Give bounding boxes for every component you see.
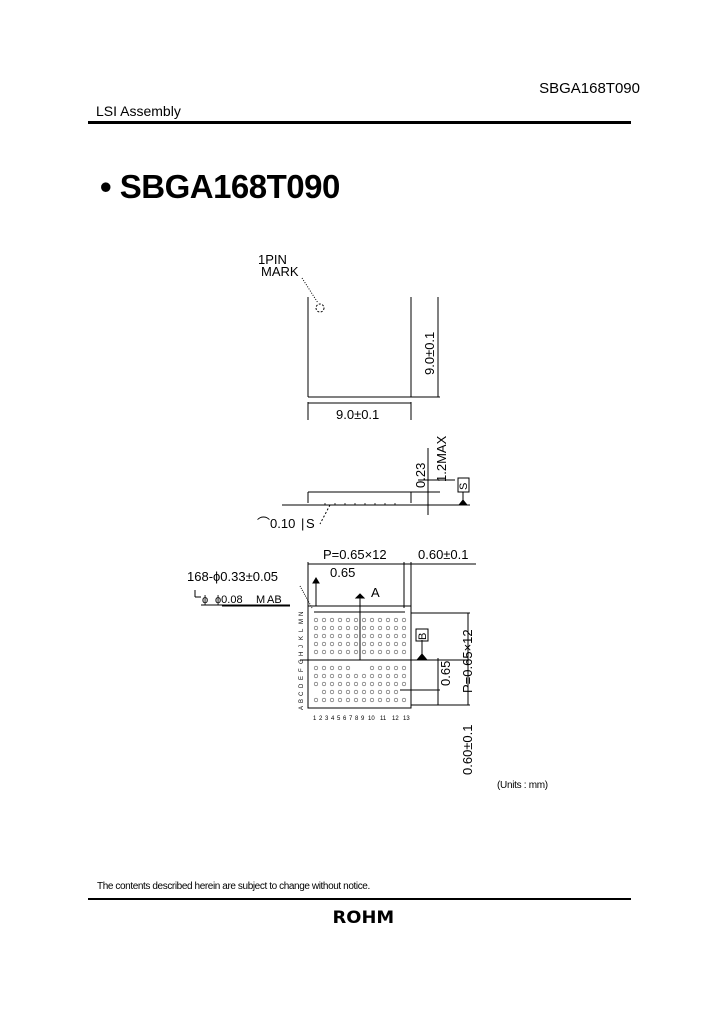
datum-b: B bbox=[417, 633, 429, 640]
top-width-dim: 9.0±0.1 bbox=[336, 407, 379, 422]
header-rule bbox=[88, 121, 631, 124]
pitch-x-dim: P=0.65×12 bbox=[323, 547, 387, 562]
coplanarity-symbol: ⌒ bbox=[257, 516, 270, 531]
units-note: (Units : mm) bbox=[497, 780, 548, 791]
side-view bbox=[282, 448, 470, 525]
row-label: D bbox=[299, 683, 305, 688]
col-label: 13 bbox=[403, 716, 410, 722]
edge-x-dim: 0.60±0.1 bbox=[418, 547, 469, 562]
header-category: LSI Assembly bbox=[96, 103, 181, 119]
footer-rule bbox=[88, 898, 631, 900]
edge-y-dim: 0.60±0.1 bbox=[460, 724, 475, 775]
side-datum-s: S bbox=[458, 483, 470, 490]
top-view bbox=[301, 277, 440, 420]
row-label: H bbox=[299, 652, 305, 656]
col-label: 6 bbox=[343, 716, 347, 722]
col-label: 4 bbox=[331, 716, 335, 722]
row-label: M bbox=[299, 619, 305, 624]
coplanarity-separator: | bbox=[301, 516, 304, 531]
title-text: SBGA168T090 bbox=[119, 168, 341, 205]
top-height-dim: 9.0±0.1 bbox=[422, 332, 437, 375]
footer-note: The contents described herein are subjec… bbox=[97, 881, 370, 892]
row-label: E bbox=[299, 676, 305, 680]
header-part-code: SBGA168T090 bbox=[539, 80, 640, 97]
pin1-label-line1: 1PIN bbox=[258, 252, 287, 267]
position-datums: AB bbox=[267, 594, 282, 606]
side-max-height-dim: 1.2MAX bbox=[434, 435, 449, 482]
row-label: J bbox=[299, 645, 305, 648]
pin1-label-line2: MARK bbox=[261, 264, 299, 279]
row-label: F bbox=[299, 668, 305, 672]
row-label: B bbox=[299, 699, 305, 703]
position-tol: ϕ0.08 bbox=[215, 594, 243, 606]
col-label: 5 bbox=[337, 716, 341, 722]
coplanarity-value: 0.10 bbox=[270, 516, 295, 531]
row-label: A bbox=[299, 706, 305, 710]
col-label: 7 bbox=[349, 716, 353, 722]
pitch-label: 0.65 bbox=[330, 565, 355, 580]
row-label: K bbox=[299, 636, 305, 640]
side-thickness-dim: 0.23 bbox=[413, 463, 428, 488]
row-label: G bbox=[299, 659, 305, 664]
col-label: 10 bbox=[368, 716, 375, 722]
pitch-y-label: 0.65 bbox=[438, 661, 453, 686]
page-title: • SBGA168T090 bbox=[100, 168, 340, 206]
bottom-view bbox=[194, 562, 476, 709]
pitch-y-dim: P=0.65×12 bbox=[460, 629, 475, 693]
ball-grid bbox=[313, 617, 407, 703]
title-bullet: • bbox=[100, 168, 112, 205]
coplanarity-datum: S bbox=[306, 516, 315, 531]
row-label: L bbox=[299, 628, 305, 632]
col-label: 3 bbox=[325, 716, 329, 722]
col-label: 9 bbox=[361, 716, 365, 722]
row-label: C bbox=[299, 691, 305, 696]
ball-spec: 168-ϕ0.33±0.05 bbox=[187, 569, 278, 584]
col-label: 1 bbox=[313, 716, 317, 722]
row-label: N bbox=[299, 612, 305, 616]
col-label: 11 bbox=[380, 716, 387, 722]
position-tol-icon: ϕ bbox=[202, 594, 208, 606]
column-labels: 1 2 3 4 5 6 7 8 9 10 11 12 13 bbox=[313, 716, 410, 722]
pin1-mark-icon bbox=[315, 303, 325, 313]
datum-a: A bbox=[371, 585, 380, 600]
rohm-logo: ROHM bbox=[332, 908, 395, 928]
col-label: 2 bbox=[319, 716, 323, 722]
row-labels: N M L K J H G F E D C B A bbox=[299, 612, 305, 710]
col-label: 12 bbox=[392, 716, 399, 722]
col-label: 8 bbox=[355, 716, 359, 722]
position-mod: M bbox=[256, 594, 265, 606]
